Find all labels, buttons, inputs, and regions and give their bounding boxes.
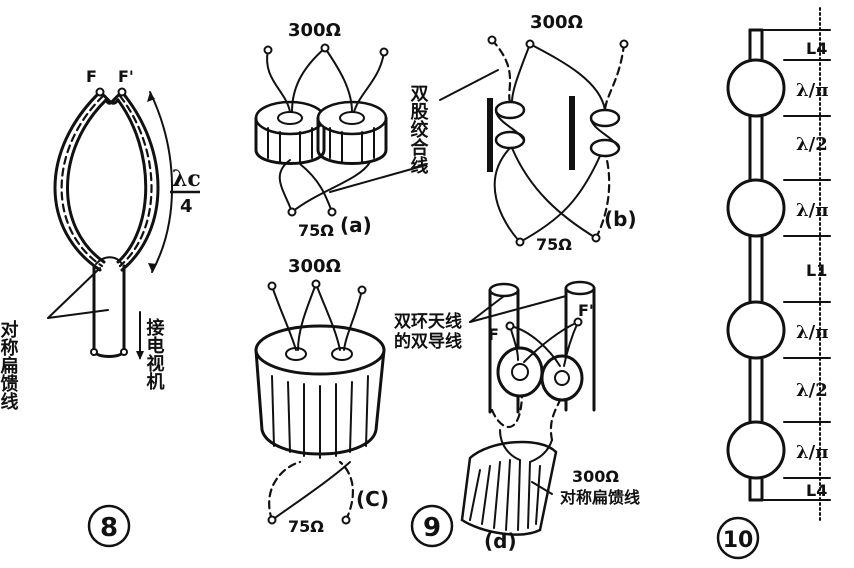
figure-10-number: 10 [723,528,754,553]
terminal-bottom-left [90,348,98,356]
figure-10-number-circle [716,516,760,560]
fig9a-300-ohm: 300Ω [288,20,341,41]
label-twisted-pair: 双股绞合线 [408,84,430,174]
label-dipole-conductor: 双环天线的双导线 [394,312,462,352]
fig9b-tag: (b) [604,207,637,231]
fig9a-tag: (a) [340,213,372,237]
fig9d-dipole-label-box: 双环天线的双导线 [394,312,462,352]
fig10-lambda-pi-3: λ/π [796,322,828,343]
fig10-L1: L1 [806,261,827,280]
terminal-F-prime [117,87,127,97]
fig9d-feeder-label-box: 对称扁馈线 [560,488,641,507]
twisted-pair-callout: 双股绞合线 [329,69,499,193]
figure-8-folded-loop: F F' λc 4 对称扁馈线 接电视机 8 [0,67,201,548]
fig9b-300-ohm: 300Ω [530,12,583,33]
terminal-F [95,87,105,97]
fig9c-75-ohm: 75Ω [288,517,324,536]
figure-9a-balun-two-cores: 300Ω 75Ω (a) [254,20,389,240]
fig9d-F: F [488,325,499,344]
figure-9c-balun-large-core: 300Ω 75Ω (C) [254,256,389,536]
figure-9d-antenna-connection: F F' 双环天线的双导线 300Ω 对称扁馈线 (d) [394,280,641,553]
figure-8-number-circle [87,504,131,548]
label-F-prime: F' [118,67,134,86]
figure-8-number: 8 [100,513,118,543]
label-to-tv: 接电视机 [144,317,165,391]
fig9d-tag: (d) [484,529,517,553]
fig10-L4-top: L4 [806,39,827,58]
label-feeder: 对称扁馈线 [560,488,641,507]
fig10-lambda-2-2: λ/2 [796,380,828,401]
fig9b-75-ohm: 75Ω [536,235,572,254]
fig9c-300-ohm: 300Ω [288,256,341,277]
fig10-lambda-pi-1: λ/π [796,80,828,101]
fig10-lambda-2-1: λ/2 [796,134,828,155]
label-four: 4 [180,196,193,217]
terminal-bottom-right [120,348,128,356]
loop-4 [726,420,786,480]
figure-10-stacked-loops: L4 λ/π λ/2 λ/π L1 λ/π λ/2 λ/π L4 [726,7,831,521]
loop-3 [726,300,786,360]
label-symmetric-feeder: 对称扁馈线 [0,319,19,410]
fig10-L4-bottom: L4 [806,481,827,500]
figure-9-number-circle [410,504,454,548]
label-F: F [86,67,97,86]
figure-9b-balun-rods: 300Ω 75Ω (b) [487,12,637,254]
fig10-lambda-pi-4: λ/π [796,442,828,463]
label-lambda-c: λc [172,166,201,192]
fig9d-300-ohm: 300Ω [572,467,619,486]
fig10-lambda-pi-2: λ/π [796,200,828,221]
loop-1 [726,58,786,118]
loop-2 [726,178,786,238]
fig9d-F-prime: F' [578,301,594,320]
fig9a-75-ohm: 75Ω [298,221,334,240]
length-arc [149,91,173,273]
fig9c-tag: (C) [356,487,389,511]
figure-9-number: 9 [423,513,441,543]
